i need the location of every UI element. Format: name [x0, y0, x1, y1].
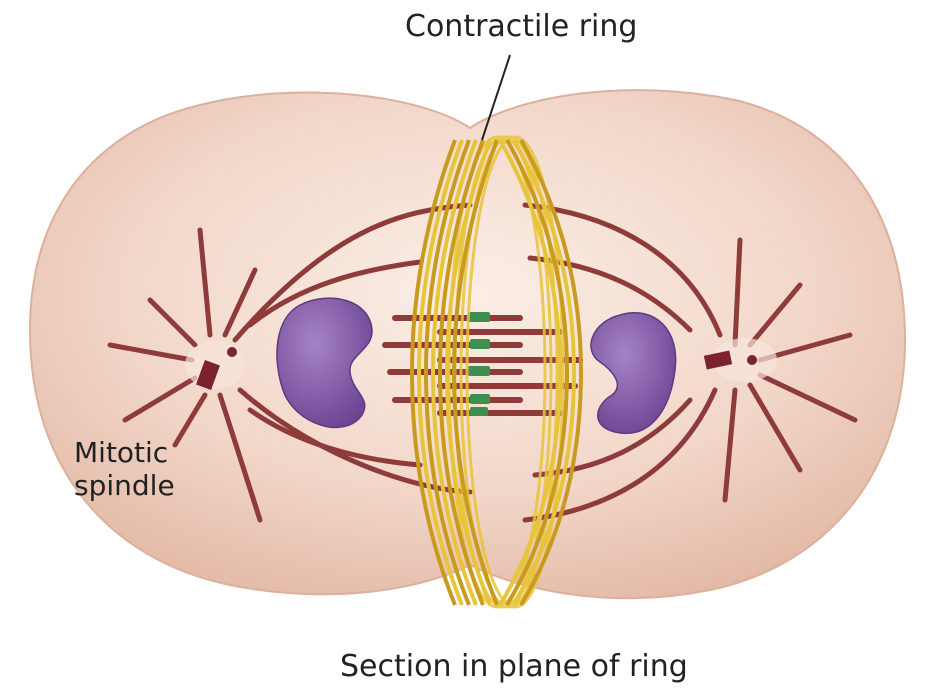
- mitotic-spindle-label: Mitotic spindle: [74, 436, 175, 502]
- mitotic-spindle-label-line1: Mitotic: [74, 436, 175, 469]
- contractile-ring-label: Contractile ring: [405, 10, 637, 45]
- mitotic-spindle-label-line2: spindle: [74, 469, 175, 502]
- section-caption: Section in plane of ring: [340, 650, 688, 685]
